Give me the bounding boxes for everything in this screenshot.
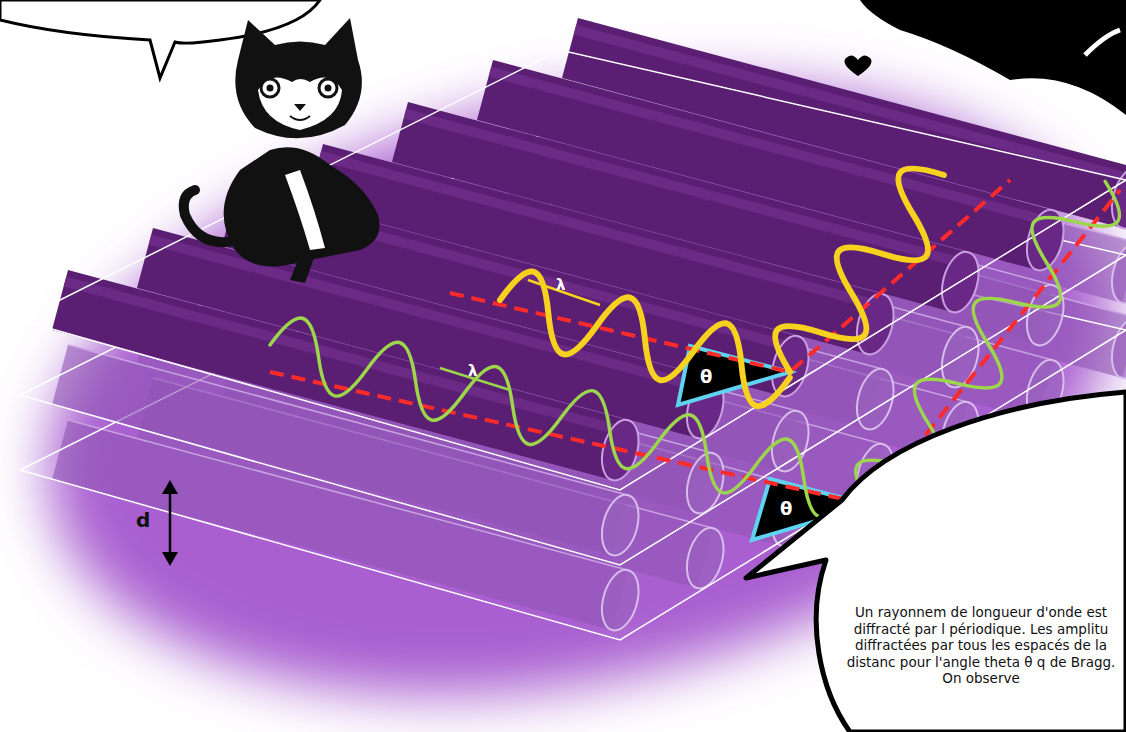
arrow-line <box>169 486 172 560</box>
cylinder-layer <box>52 18 1126 484</box>
cat-mouth <box>290 116 310 120</box>
cat-face <box>258 78 342 131</box>
spacing-arrow <box>162 480 178 566</box>
wavelength-label: λ <box>468 362 478 380</box>
cat-leg <box>290 255 315 283</box>
arrow-head <box>162 480 178 494</box>
wavelength-label: λ <box>556 276 566 294</box>
incident-wave <box>491 265 799 412</box>
spacing-label: d <box>136 508 150 532</box>
angle-label: θ <box>780 498 792 519</box>
cat-illustration <box>184 18 380 283</box>
cat-body <box>224 147 380 266</box>
cat-chest <box>285 170 325 250</box>
speech-bubble-text-box: Un rayonnem de longueur d'onde est diffr… <box>838 604 1124 687</box>
cat-eye <box>319 79 337 97</box>
angle-label: θ <box>700 366 712 387</box>
cat-pupil <box>325 85 332 92</box>
arrow-head <box>162 552 178 566</box>
cat-nose <box>294 104 306 111</box>
diffracted-wave <box>762 153 973 394</box>
white-streak <box>1085 30 1120 55</box>
cat-eye <box>261 79 279 97</box>
cylinder <box>52 270 645 484</box>
incident-wave <box>262 312 861 523</box>
ray-line <box>450 180 1010 372</box>
dark-corner <box>860 0 1126 115</box>
cat-tail <box>184 190 240 242</box>
cat-pupil <box>267 85 274 92</box>
bubble-text: Un rayonnem de longueur d'onde est diffr… <box>838 604 1124 687</box>
heart-symbol <box>845 55 872 76</box>
cat-head <box>235 18 362 138</box>
speech-bubble <box>746 392 1126 732</box>
